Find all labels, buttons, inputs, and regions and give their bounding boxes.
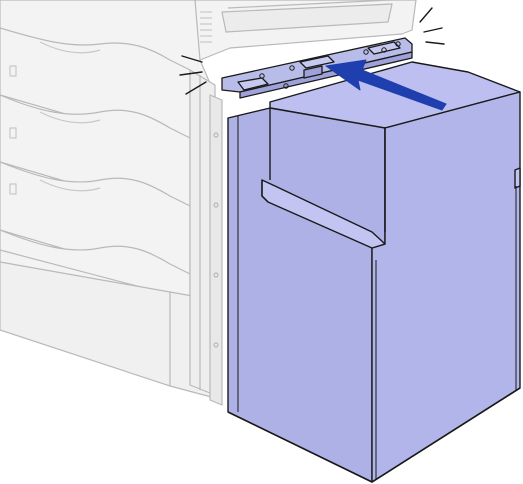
cabinet bbox=[228, 62, 520, 482]
mounting-rail bbox=[210, 95, 222, 405]
cabinet-side bbox=[372, 92, 520, 482]
cabinet-front bbox=[228, 108, 385, 482]
